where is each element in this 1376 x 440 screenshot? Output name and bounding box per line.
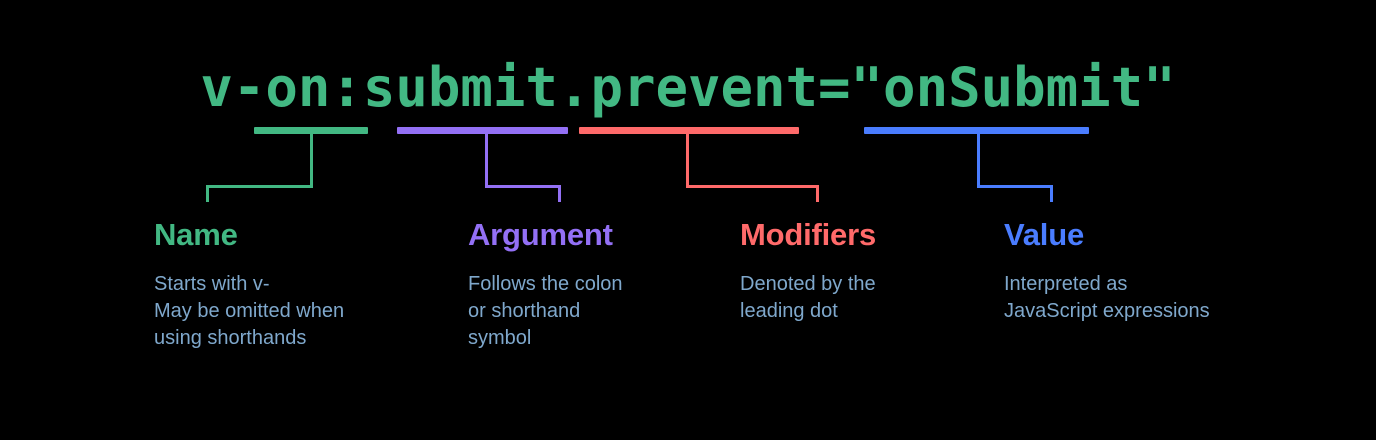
modifiers-underline-bar <box>579 127 799 134</box>
name-connector-horizontal <box>206 185 313 188</box>
column-value-description: Interpreted as JavaScript expressions <box>1004 273 1210 322</box>
column-name-description: Starts with v- May be omitted when using… <box>154 273 345 349</box>
column-value: Value Interpreted as JavaScript expressi… <box>1004 216 1324 325</box>
column-value-heading: Value <box>1004 217 1084 252</box>
argument-underline-bar <box>397 127 568 134</box>
modifiers-connector-horizontal <box>686 185 819 188</box>
column-argument: Argument Follows the colon or shorthand … <box>468 216 728 352</box>
column-name-heading: Name <box>154 217 238 252</box>
column-argument-description: Follows the colon or shorthand symbol <box>468 273 623 349</box>
value-connector-horizontal <box>977 185 1053 188</box>
argument-connector-vertical <box>485 133 488 187</box>
column-argument-heading: Argument <box>468 217 613 252</box>
column-modifiers-heading: Modifiers <box>740 217 876 252</box>
value-underline-bar <box>864 127 1089 134</box>
column-modifiers-description: Denoted by the leading dot <box>740 273 876 322</box>
column-name: Name Starts with v- May be omitted when … <box>154 216 454 352</box>
name-connector-stub <box>206 185 209 202</box>
value-connector-stub <box>1050 185 1053 202</box>
name-underline-bar <box>254 127 368 134</box>
name-connector-vertical <box>310 133 313 187</box>
modifiers-connector-vertical <box>686 133 689 187</box>
column-modifiers: Modifiers Denoted by the leading dot <box>740 216 990 325</box>
modifiers-connector-stub <box>816 185 819 202</box>
argument-connector-horizontal <box>485 185 561 188</box>
argument-connector-stub <box>558 185 561 202</box>
value-connector-vertical <box>977 133 980 187</box>
directive-code-string: v-on:submit.prevent="onSubmit" <box>200 56 1176 119</box>
